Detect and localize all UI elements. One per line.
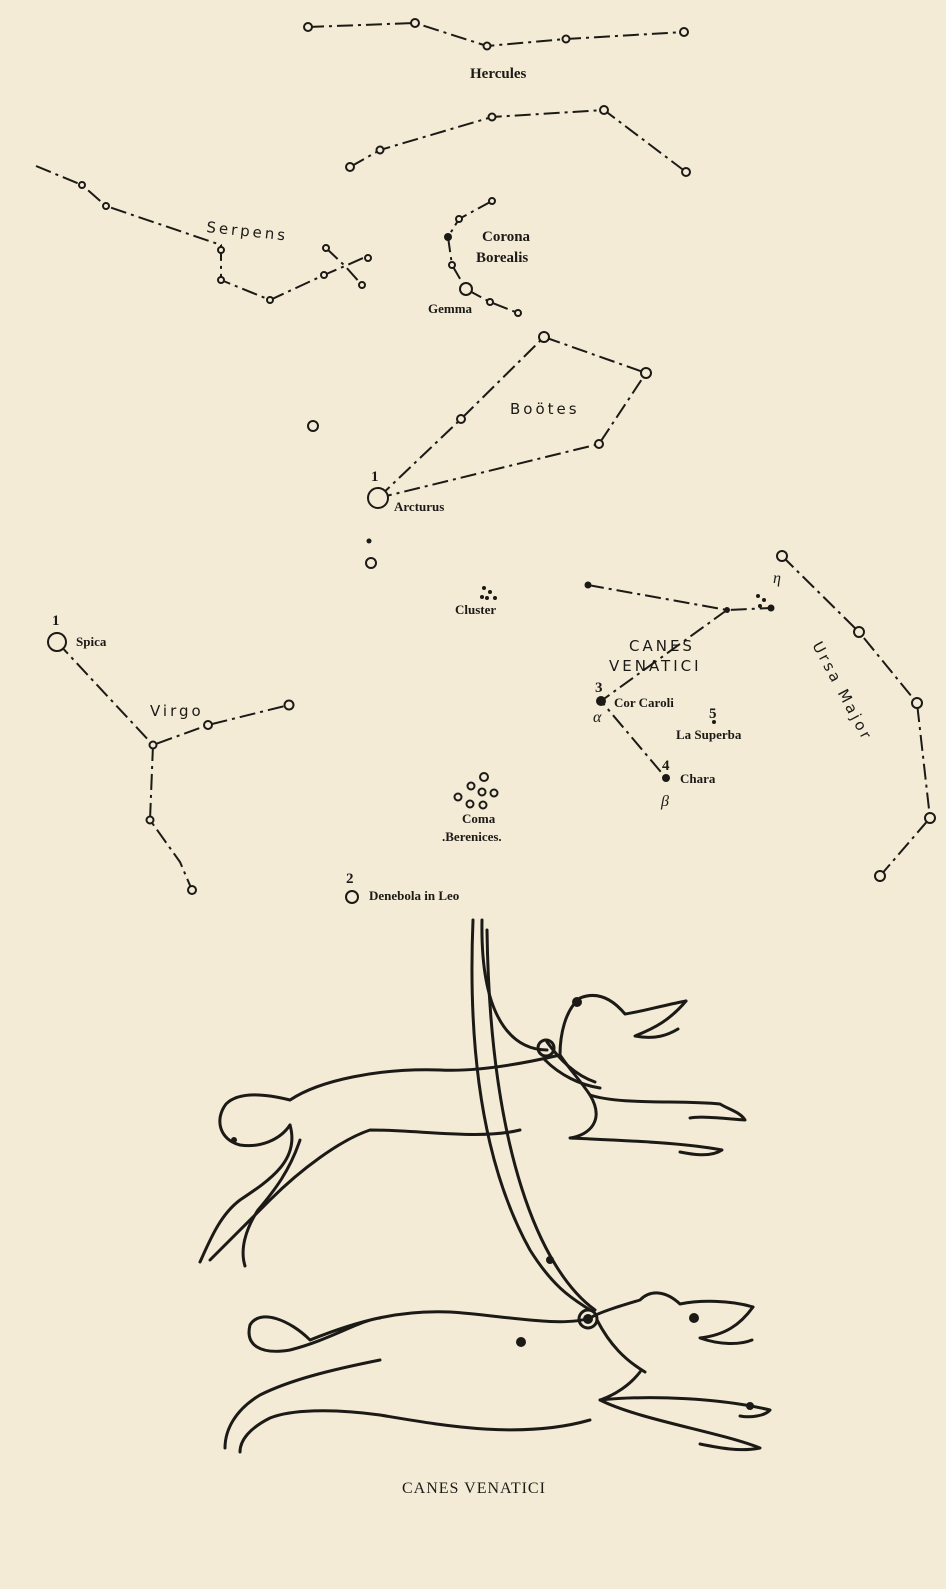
canes-venatici-figure bbox=[584, 581, 775, 782]
coma-label-2: .Berenices. bbox=[442, 829, 502, 844]
arcturus-number: 1 bbox=[371, 469, 379, 485]
spica-label: Spica bbox=[76, 634, 107, 649]
bootes-figure bbox=[307, 331, 652, 569]
alpha-label: α bbox=[593, 709, 602, 726]
hercules-label: Hercules bbox=[470, 66, 527, 82]
cor-caroli-label: Cor Caroli bbox=[614, 695, 674, 710]
cluster-dots bbox=[480, 586, 497, 600]
canes-label-2: VENATICI bbox=[609, 657, 702, 675]
beta-label: β bbox=[660, 793, 669, 810]
spica-number: 1 bbox=[52, 613, 60, 629]
corona-label-2: Borealis bbox=[476, 250, 528, 266]
figure-caption: CANES VENATICI bbox=[402, 1480, 546, 1497]
corona-borealis-figure bbox=[444, 197, 522, 317]
chara-number: 4 bbox=[662, 758, 670, 774]
ursa-major-figure bbox=[776, 550, 936, 882]
arcturus-label: Arcturus bbox=[394, 499, 444, 514]
serpens-figure bbox=[35, 165, 372, 304]
gemma-label: Gemma bbox=[428, 301, 473, 316]
denebola-label: Denebola in Leo bbox=[369, 888, 459, 903]
bootes-label: Boötes bbox=[510, 400, 580, 418]
serpens-label: Serpens bbox=[206, 218, 289, 244]
chara-label: Chara bbox=[680, 771, 716, 786]
virgo-label: Virgo bbox=[150, 702, 204, 720]
corona-label-1: Corona bbox=[482, 229, 531, 245]
ursa-major-label: Ursa Major bbox=[808, 638, 876, 744]
hercules-figure bbox=[303, 18, 691, 177]
hunting-dogs-illustration bbox=[198, 918, 772, 1454]
coma-label-1: Coma bbox=[462, 811, 496, 826]
cor-caroli-number: 3 bbox=[595, 680, 603, 696]
denebola-star bbox=[345, 890, 359, 904]
eta-label: η bbox=[773, 570, 781, 587]
denebola-number: 2 bbox=[346, 871, 354, 887]
la-superba-number: 5 bbox=[709, 706, 717, 722]
canes-label-1: CANES bbox=[629, 637, 695, 655]
virgo-figure bbox=[47, 632, 295, 895]
la-superba-label: La Superba bbox=[676, 727, 742, 742]
cluster-label: Cluster bbox=[455, 602, 496, 617]
coma-berenices-stars bbox=[453, 772, 499, 810]
